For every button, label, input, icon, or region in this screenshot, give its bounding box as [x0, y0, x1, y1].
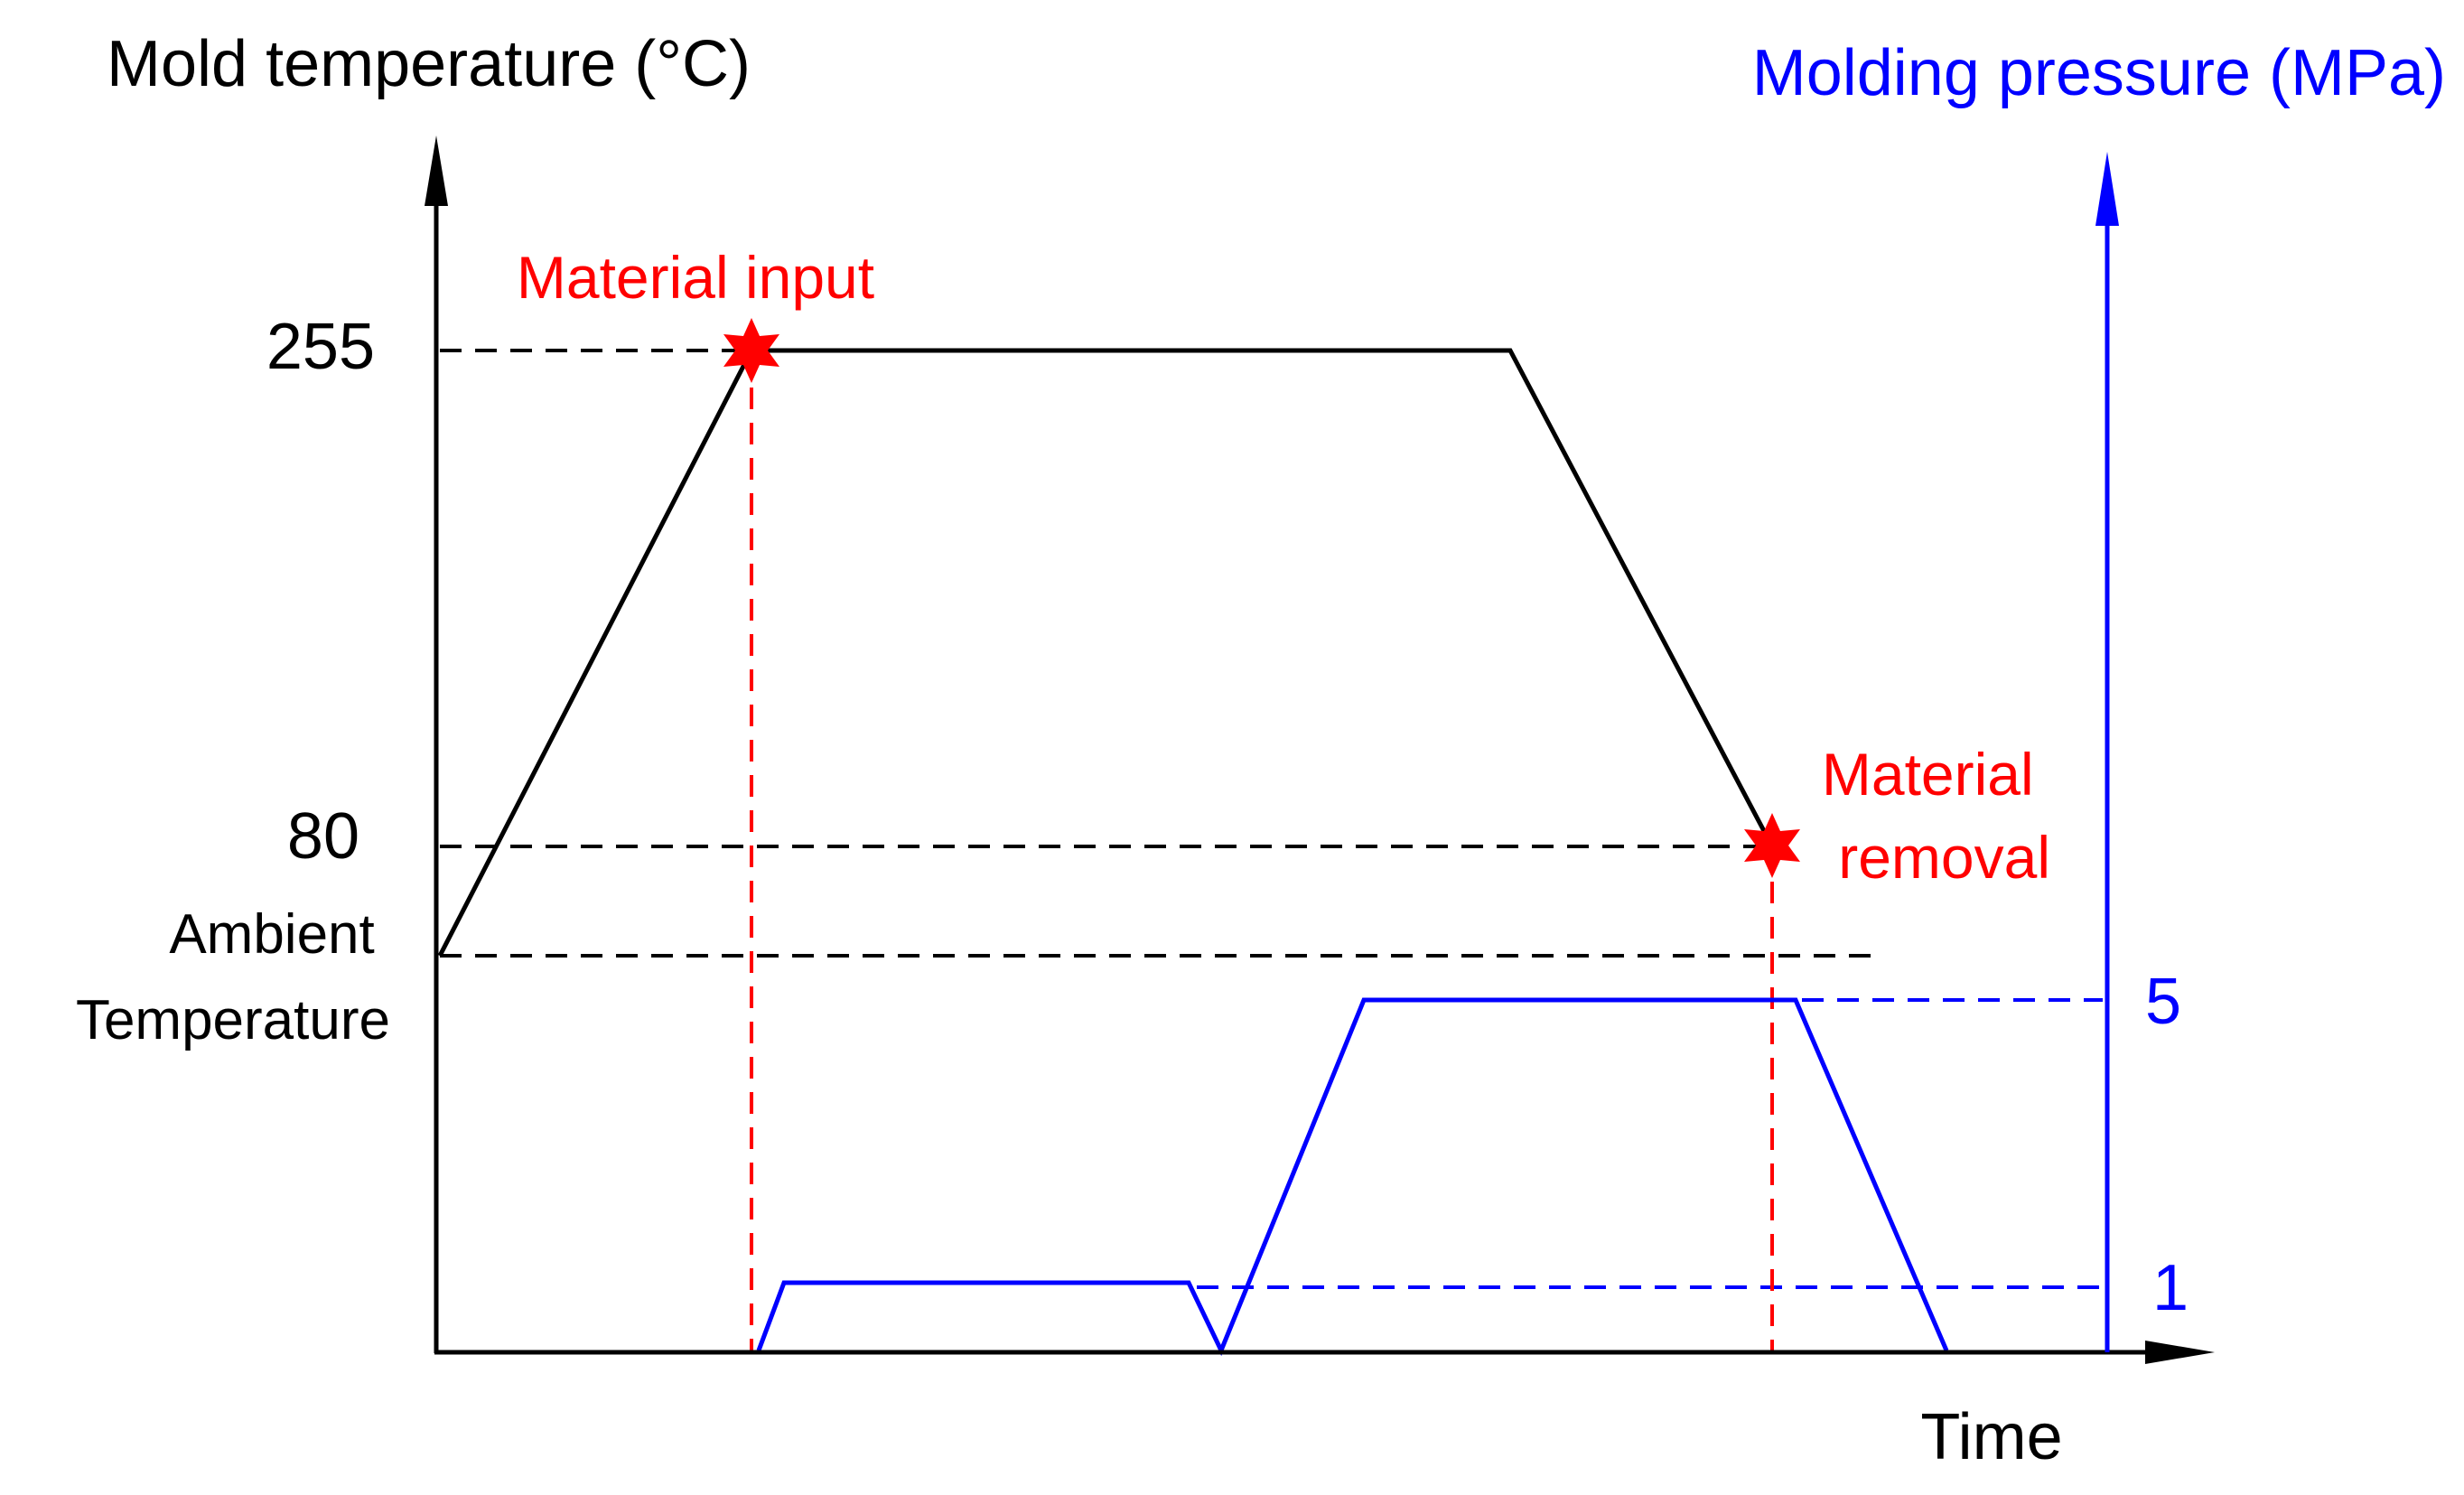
right-axis-arrow	[2095, 152, 2119, 226]
material-removal-label: Material removal	[1822, 741, 2050, 891]
left-axis-arrow	[425, 135, 448, 206]
x-axis-label: Time	[1920, 1401, 2062, 1473]
ambient-label-line-1: Ambient	[169, 903, 374, 966]
right-tick-label-5: 5	[2145, 966, 2181, 1038]
guide-lines	[440, 349, 2103, 1350]
x-axis-arrow	[2145, 1341, 2215, 1364]
right-tick-label-1: 1	[2152, 1252, 2189, 1324]
temperature-curve	[437, 348, 1775, 958]
material-input-star-marker	[723, 318, 779, 383]
ambient-label-line-2: Temperature	[76, 989, 390, 1051]
ambient-temperature-label: Ambient Temperature	[76, 903, 390, 1051]
left-axis-label: Mold temperature (°C)	[107, 28, 751, 100]
left-tick-label-255: 255	[266, 311, 375, 383]
material-removal-label-line-2: removal	[1838, 824, 2050, 891]
material-removal-label-line-1: Material	[1822, 741, 2034, 808]
pressure-curve	[756, 997, 1949, 1357]
axes	[425, 135, 2215, 1364]
material-input-label: Material input	[517, 244, 874, 311]
left-tick-label-80: 80	[287, 800, 359, 873]
material-removal-star-marker	[1744, 813, 1800, 878]
right-axis-label: Molding pressure (MPa)	[1752, 37, 2446, 109]
